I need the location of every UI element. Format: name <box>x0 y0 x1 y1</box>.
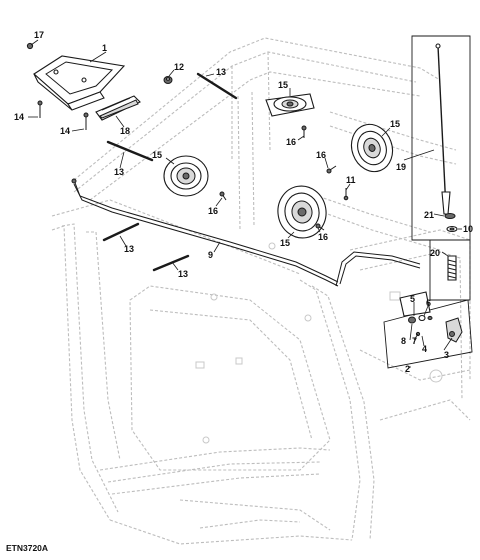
callout-16-top: 16 <box>286 137 296 147</box>
callout-13-bottom: 13 <box>178 269 188 279</box>
figure-reference-code: ETN3720A <box>6 543 48 553</box>
callout-8: 8 <box>401 336 406 346</box>
callout-9: 9 <box>208 250 213 260</box>
screws-16-part <box>219 125 337 231</box>
nut-12-part <box>163 76 173 84</box>
speaker-bottom-part <box>277 185 327 239</box>
cab-frame-ghost <box>51 37 471 545</box>
callout-19: 19 <box>396 162 406 172</box>
callout-16-bottom: 16 <box>318 232 328 242</box>
callout-17: 17 <box>34 30 44 40</box>
speaker-left-part <box>163 155 209 197</box>
callout-labels: 1 2 3 4 5 6 7 8 9 10 11 12 13 13 13 13 1… <box>14 30 473 374</box>
callout-15-top: 15 <box>278 80 288 90</box>
callout-7: 7 <box>412 336 417 346</box>
antenna-cable-9-part <box>71 178 421 287</box>
straps-13-part <box>102 72 238 272</box>
antenna-base-20-part <box>429 239 471 301</box>
callout-11: 11 <box>346 175 356 185</box>
callout-15-right: 15 <box>390 119 400 129</box>
leader-lines <box>28 39 462 368</box>
speaker-top-part <box>265 93 315 117</box>
callout-16-left: 16 <box>208 206 218 216</box>
callout-10: 10 <box>463 224 473 234</box>
washer-10-part <box>446 225 458 233</box>
callout-15-bottom: 15 <box>280 238 290 248</box>
trim-panel-18-part <box>95 95 141 121</box>
callout-1: 1 <box>102 43 107 53</box>
callout-3: 3 <box>444 350 449 360</box>
speaker-right-part <box>350 123 394 173</box>
callout-2: 2 <box>405 364 410 374</box>
callout-12: 12 <box>174 62 184 72</box>
callout-13-top: 13 <box>216 67 226 77</box>
callout-13-lower: 13 <box>124 244 134 254</box>
callout-16-right: 16 <box>316 150 326 160</box>
callout-5: 5 <box>410 294 415 304</box>
nut-21-part <box>444 213 456 219</box>
antenna-mast-19-part <box>411 35 471 241</box>
callout-6: 6 <box>426 298 431 308</box>
mount-kit-2-part <box>383 291 473 369</box>
overhead-console-part <box>33 55 126 111</box>
callout-20: 20 <box>430 248 440 258</box>
callout-15-left: 15 <box>152 150 162 160</box>
callout-14-right: 14 <box>60 126 70 136</box>
callout-14-left: 14 <box>14 112 24 122</box>
screws-14-part <box>37 100 89 130</box>
callout-13-left: 13 <box>114 167 124 177</box>
callout-18: 18 <box>120 126 130 136</box>
callout-21: 21 <box>424 210 434 220</box>
callout-4: 4 <box>422 344 427 354</box>
